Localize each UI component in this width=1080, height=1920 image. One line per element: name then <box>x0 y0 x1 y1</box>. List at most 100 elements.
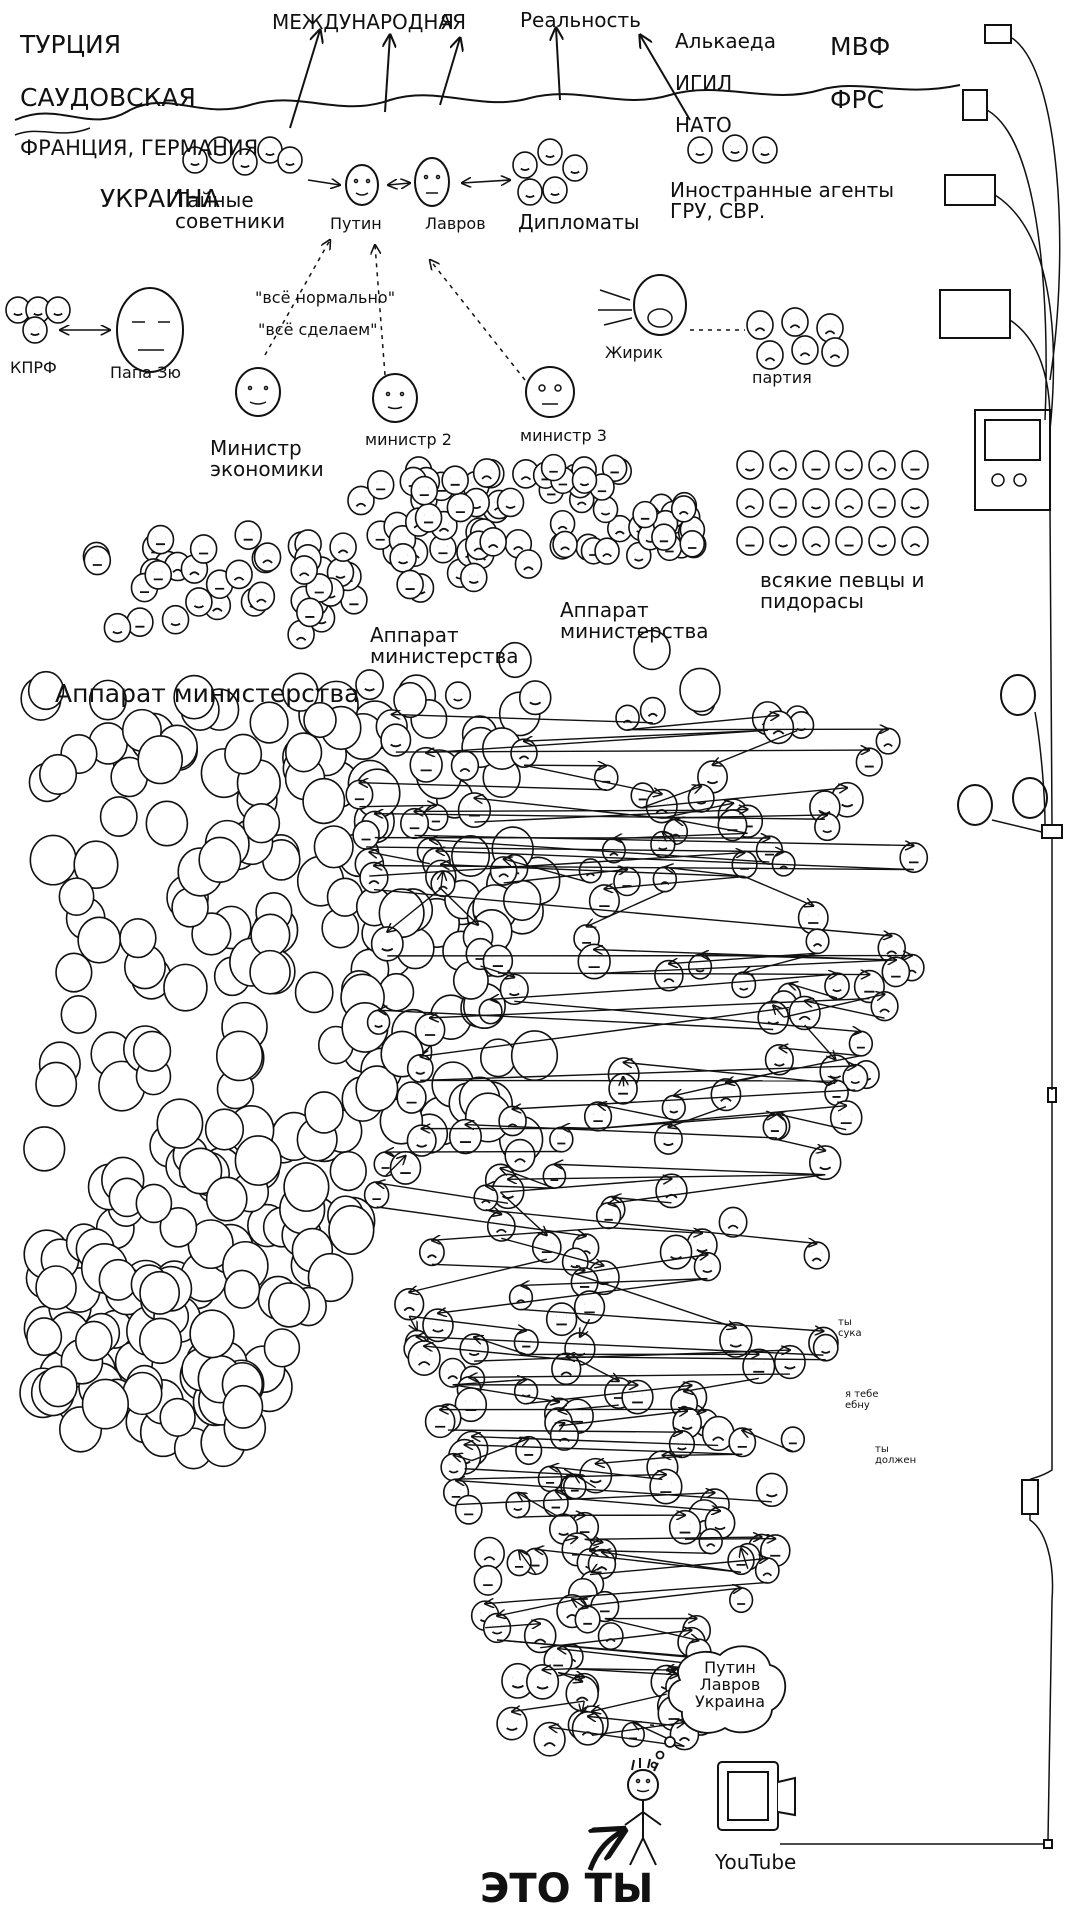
person-face <box>736 488 764 518</box>
person-face <box>835 450 863 480</box>
person-face <box>756 340 784 370</box>
person-face <box>234 1135 282 1186</box>
listener-1-face <box>1000 674 1036 716</box>
person-face <box>81 1378 129 1430</box>
terror-line-1: Алькаеда <box>675 29 776 53</box>
person-face <box>848 1030 874 1057</box>
person-face <box>802 526 830 556</box>
speech-ill-hit-you: я тебе ебну <box>845 1389 879 1411</box>
person-face <box>363 1181 390 1209</box>
zhirik-face <box>633 274 687 336</box>
person-face <box>542 176 568 204</box>
country-line-3: ФРАНЦИЯ, ГЕРМАНИЯ <box>20 136 259 161</box>
person-face <box>60 995 97 1034</box>
person-face <box>277 146 303 174</box>
person-face <box>304 1091 344 1134</box>
person-face <box>687 953 713 980</box>
person-face <box>868 450 896 480</box>
person-face <box>653 1123 683 1155</box>
person-face <box>746 310 774 340</box>
party-label: партия <box>752 368 812 387</box>
camera-1-icon <box>984 24 1012 44</box>
agents-label: Иностранные агенты ГРУ, СВР. <box>670 178 895 223</box>
person-face <box>145 800 189 847</box>
person-face <box>562 154 588 182</box>
person-face <box>502 879 542 922</box>
person-face <box>45 296 71 324</box>
person-face <box>366 469 395 500</box>
youtube-label: YouTube <box>715 1850 797 1874</box>
person-face <box>454 1494 483 1525</box>
person-face <box>163 963 208 1012</box>
person-face <box>781 307 809 337</box>
person-face <box>478 998 503 1025</box>
person-face <box>189 1309 235 1359</box>
ya-label: Я <box>440 10 454 34</box>
person-face <box>650 830 676 858</box>
person-face <box>518 680 552 716</box>
person-face <box>728 1427 757 1458</box>
person-face <box>593 764 619 792</box>
person-face <box>284 732 323 773</box>
person-face <box>126 607 154 637</box>
person-face <box>178 1147 223 1195</box>
finance-line-2: ФРС <box>830 84 885 114</box>
person-face <box>267 1282 311 1328</box>
person-face <box>329 1150 367 1192</box>
diplomats-label: Дипломаты <box>518 210 640 234</box>
person-face <box>540 453 567 482</box>
person-face <box>515 1435 543 1466</box>
person-face <box>399 807 430 840</box>
person-face <box>659 1234 693 1270</box>
person-face <box>517 178 543 206</box>
person-face <box>159 1397 196 1437</box>
person-face <box>396 1081 427 1114</box>
person-face <box>549 1126 574 1153</box>
person-face <box>835 526 863 556</box>
person-face <box>651 523 677 551</box>
person-face <box>496 1706 528 1741</box>
person-face <box>410 475 439 506</box>
person-face <box>498 641 532 679</box>
person-face <box>632 500 658 529</box>
papa-zu-label: Папа Зю <box>110 363 181 382</box>
person-face <box>380 723 412 757</box>
person-face <box>263 1328 301 1368</box>
person-face <box>722 134 748 162</box>
person-face <box>597 1622 624 1651</box>
country-line-4: УКРАИНА <box>100 183 220 213</box>
person-face <box>901 526 929 556</box>
person-face <box>182 146 208 174</box>
person-face <box>510 738 538 769</box>
person-face <box>156 1098 204 1149</box>
person-face <box>396 569 424 600</box>
you-arrow <box>587 1830 624 1871</box>
person-face <box>821 337 849 367</box>
arrow-up-5 <box>640 35 691 121</box>
person-face <box>355 669 385 701</box>
person-face <box>633 629 671 671</box>
person-face <box>780 1426 806 1453</box>
person-face <box>159 1207 198 1248</box>
terror-line-3: НАТО <box>675 113 732 137</box>
person-face <box>513 1378 539 1405</box>
person-face <box>698 1528 723 1555</box>
person-face <box>26 1317 63 1357</box>
hierarchy-arrows <box>359 714 913 1748</box>
person-face <box>205 1176 248 1222</box>
person-face <box>537 138 563 166</box>
person-face <box>588 884 621 918</box>
person-face <box>542 1489 569 1518</box>
person-face <box>77 916 122 964</box>
person-face <box>835 488 863 518</box>
person-face <box>812 1333 839 1362</box>
person-face <box>769 488 797 518</box>
person-face <box>135 1183 173 1224</box>
person-face <box>328 1205 375 1255</box>
person-face <box>510 1030 559 1082</box>
zhirik-label: Жирик <box>605 343 663 362</box>
person-face <box>549 509 576 538</box>
person-face <box>752 136 778 164</box>
person-face <box>232 148 258 176</box>
person-face <box>99 796 138 838</box>
